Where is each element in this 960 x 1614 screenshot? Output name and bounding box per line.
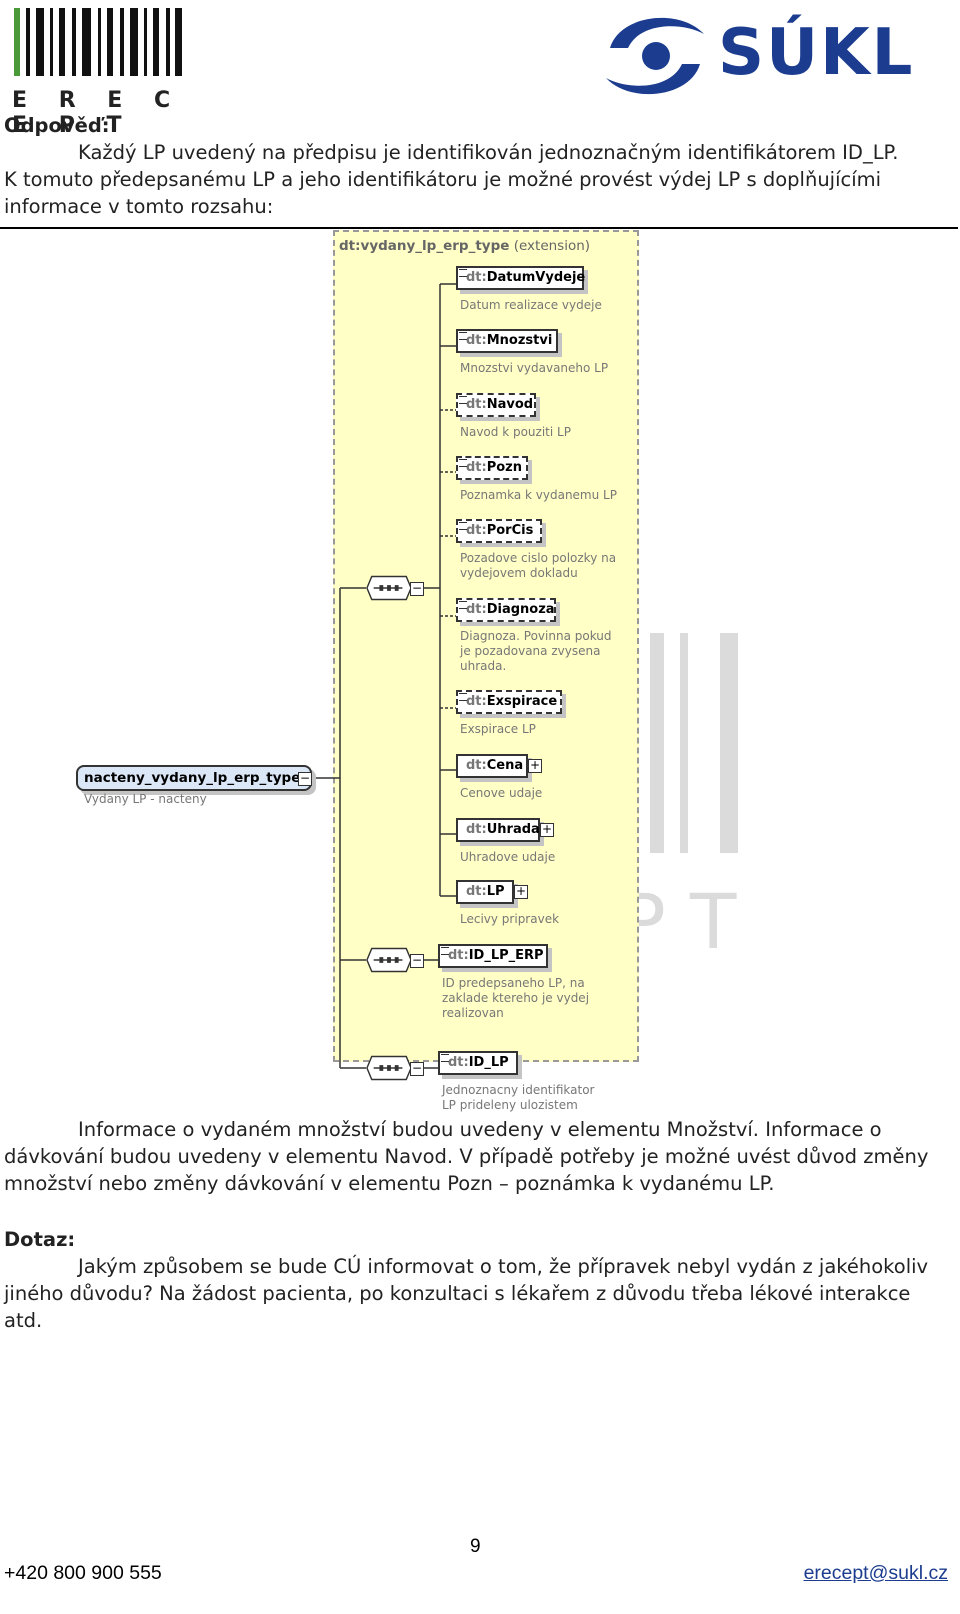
element-exspirace[interactable]: dt:Exspirace: [456, 690, 562, 714]
question-heading: Dotaz:: [4, 1228, 76, 1251]
erecept-logo: E R E C E P T: [12, 8, 192, 138]
extension-title: dt:vydany_lp_erp_type (extension): [339, 238, 591, 254]
element-mnozstvi-desc: Mnozstvi vydavaneho LP: [460, 361, 609, 375]
root-element-label: nacteny_vydany_lp_erp_type: [84, 770, 301, 786]
element-lp[interactable]: dt:LP+: [456, 880, 528, 904]
sukl-logo-text: SÚKL: [718, 16, 915, 90]
element-id-lp-desc: Jednoznacny identifikator LP prideleny u…: [442, 1083, 595, 1112]
expand-icon[interactable]: +: [528, 758, 542, 773]
element-navod[interactable]: dt:Navod: [456, 393, 536, 417]
element-id-lp-erp-desc: ID predepsaneho LP, na zaklade ktereho j…: [442, 976, 590, 1020]
footer-email-link[interactable]: erecept@sukl.cz: [803, 1562, 948, 1584]
element-diagnoza-desc: Diagnoza. Povinna pokud je pozadovana zv…: [460, 629, 612, 673]
collapse-icon[interactable]: −: [298, 771, 312, 786]
svg-text:P T: P T: [620, 877, 737, 953]
root-element[interactable]: nacteny_vydany_lp_erp_type −: [76, 765, 312, 791]
sequence-icon: [366, 575, 412, 601]
element-datumvydeje[interactable]: dt:DatumVydeje: [456, 266, 585, 290]
element-mnozstvi[interactable]: dt:Mnozstvi: [456, 329, 558, 353]
collapse-icon[interactable]: −: [410, 581, 424, 596]
footer-phone: +420 800 900 555: [4, 1562, 162, 1584]
element-navod-desc: Navod k pouziti LP: [460, 425, 571, 439]
sukl-swirl-icon: [606, 17, 704, 95]
sequence-icon: [366, 947, 412, 973]
element-uhrada-desc: Uhradove udaje: [460, 850, 556, 864]
xml-schema-diagram: P T dt:vydany_lp_erp_type (extension): [0, 228, 960, 1140]
element-exspirace-desc: Exspirace LP: [460, 722, 536, 736]
element-cena-desc: Cenove udaje: [460, 786, 543, 800]
expand-icon[interactable]: +: [540, 822, 554, 837]
answer-heading: Odpověď:: [4, 114, 110, 137]
expand-icon[interactable]: +: [514, 884, 528, 899]
element-cena[interactable]: dt:Cena+: [456, 754, 542, 778]
info-paragraph: Informace o vydaném množství budou uvede…: [4, 1118, 929, 1195]
element-pozn[interactable]: dt:Pozn: [456, 456, 528, 480]
element-id-lp[interactable]: dt:ID_LP: [438, 1051, 518, 1075]
sequence-icon: [366, 1055, 412, 1081]
answer-line-1: Každý LP uvedený na předpisu je identifi…: [78, 141, 899, 164]
collapse-icon[interactable]: −: [410, 953, 424, 968]
erecept-logo-text: E R E C E P T: [12, 88, 183, 138]
collapse-icon[interactable]: −: [410, 1061, 424, 1076]
answer-line-2: K tomuto předepsanému LP a jeho identifi…: [4, 168, 882, 218]
extension-box: [333, 230, 639, 1062]
sukl-logo: SÚKL: [600, 8, 940, 104]
element-porcis[interactable]: dt:PorCis: [456, 519, 542, 543]
element-pozn-desc: Poznamka k vydanemu LP: [460, 488, 617, 502]
element-porcis-desc: Pozadove cislo polozky na vydejovem dokl…: [460, 551, 617, 580]
root-element-desc: Vydany LP - nacteny: [84, 792, 207, 806]
watermark-icon: P T: [620, 633, 738, 953]
element-id-lp-erp[interactable]: dt:ID_LP_ERP: [438, 944, 548, 968]
element-lp-desc: Lecivy pripravek: [460, 912, 560, 926]
element-datumvydeje-desc: Datum realizace vydeje: [460, 298, 602, 312]
element-uhrada[interactable]: dt:Uhrada+: [456, 818, 554, 842]
page-number: 9: [470, 1536, 481, 1557]
question-paragraph: Jakým způsobem se bude CÚ informovat o t…: [4, 1255, 929, 1332]
element-diagnoza[interactable]: dt:Diagnoza: [456, 598, 556, 622]
barcode-icon: [14, 8, 182, 76]
divider: [0, 227, 958, 229]
connector-lines: [312, 283, 456, 1069]
